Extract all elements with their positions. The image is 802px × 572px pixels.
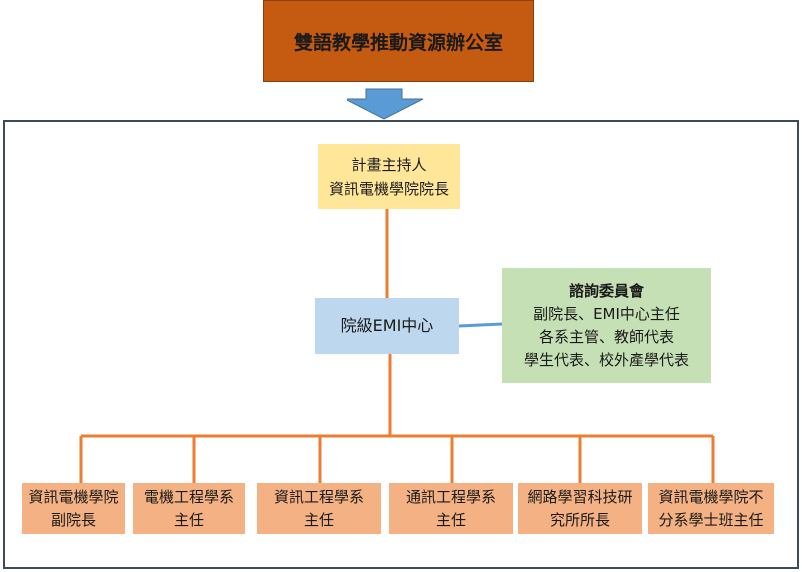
unit-3-line1: 資訊工程學系 — [273, 487, 364, 506]
advisory-committee-box: 諮詢委員會 副院長、EMI中心主任 各系主管、教師代表 學生代表、校外產學代表 — [502, 268, 711, 383]
unit-1-line1: 資訊電機學院 — [28, 487, 119, 506]
unit-box-2: 電機工程學系 主任 — [133, 483, 245, 534]
unit-box-1: 資訊電機學院 副院長 — [22, 483, 125, 534]
office-title: 雙語教學推動資源辦公室 — [293, 31, 503, 54]
pi-holder: 資訊電機學院院長 — [328, 179, 449, 198]
connector-center-advisory — [458, 322, 503, 328]
org-frame — [3, 120, 799, 569]
unit-1-line2: 副院長 — [50, 510, 96, 529]
unit-2-line1: 電機工程學系 — [143, 487, 234, 506]
unit-5-line2: 究所所長 — [549, 510, 610, 529]
unit-4-line1: 通訊工程學系 — [405, 487, 496, 506]
unit-6-line2: 分系學士班主任 — [658, 510, 764, 529]
pi-box: 計畫主持人 資訊電機學院院長 — [318, 144, 460, 209]
unit-box-5: 網路學習科技研 究所所長 — [518, 483, 642, 534]
emi-center-label: 院級EMI中心 — [340, 316, 434, 335]
pi-role: 計畫主持人 — [351, 155, 427, 174]
unit-2-line2: 主任 — [173, 510, 204, 529]
advisory-members-3: 學生代表、校外產學代表 — [523, 350, 689, 369]
advisory-title: 諮詢委員會 — [568, 281, 644, 300]
down-arrow-icon — [347, 88, 424, 120]
unit-3-line2: 主任 — [303, 510, 334, 529]
unit-box-6: 資訊電機學院不 分系學士班主任 — [648, 483, 774, 534]
office-box: 雙語教學推動資源辦公室 — [263, 0, 534, 82]
unit-box-4: 通訊工程學系 主任 — [389, 483, 513, 534]
unit-4-line2: 主任 — [435, 510, 466, 529]
advisory-members-2: 各系主管、教師代表 — [538, 327, 674, 346]
unit-box-3: 資訊工程學系 主任 — [257, 483, 381, 534]
emi-center-box: 院級EMI中心 — [315, 298, 459, 354]
unit-5-line1: 網路學習科技研 — [527, 487, 633, 506]
unit-6-line1: 資訊電機學院不 — [658, 487, 764, 506]
advisory-members-1: 副院長、EMI中心主任 — [533, 304, 680, 323]
